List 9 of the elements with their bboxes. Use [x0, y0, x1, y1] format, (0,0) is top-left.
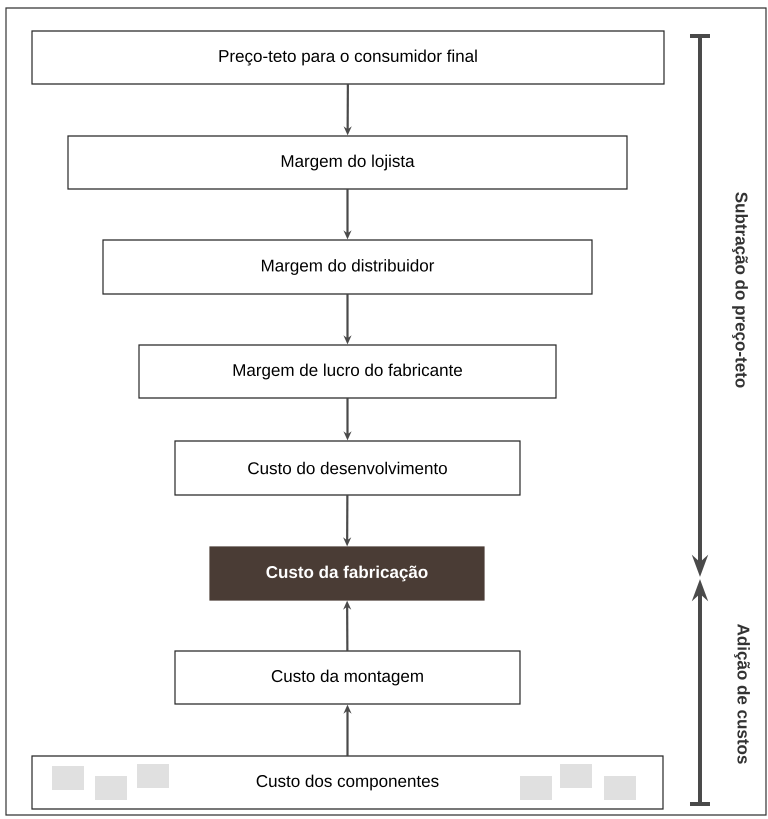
side-label: Adição de custos [734, 624, 750, 764]
process-box: Preço-teto para o consumidor final [31, 30, 665, 85]
process-box: Margem do distribuidor [102, 239, 593, 295]
process-box: Margem do lojista [67, 135, 628, 190]
process-box: Custo da montagem [174, 650, 521, 705]
process-box: Custo do desenvolvimento [174, 440, 521, 496]
side-label: Subtração do preço-teto [732, 192, 748, 388]
highlighted-box: Custo da fabricação [209, 546, 485, 601]
process-box: Margem de lucro do fabricante [138, 344, 557, 399]
